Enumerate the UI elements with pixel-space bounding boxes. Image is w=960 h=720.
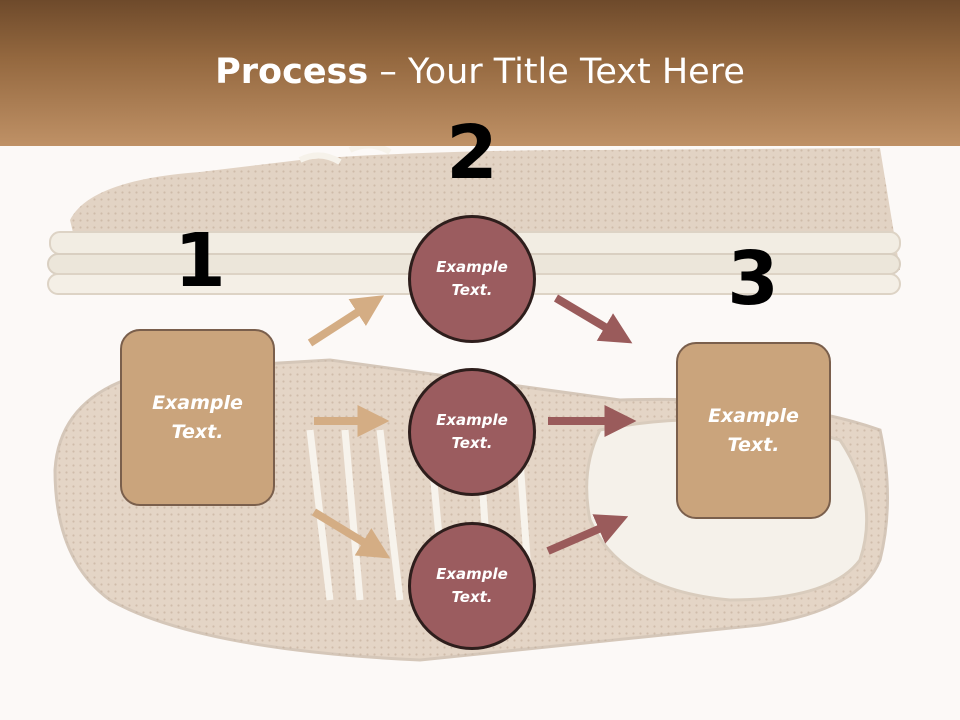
title-bold: Process [215,52,369,92]
step-2-circle-middle[interactable]: Example Text. [408,368,536,496]
arrow-1-to-top [307,295,385,347]
circle-top-text: Example Text. [436,258,508,299]
step-number-1: 1 [174,218,226,304]
arrow-top-to-3 [553,294,633,344]
step-2-circle-top[interactable]: Example Text. [408,215,536,343]
step-number-2: 2 [446,110,498,196]
circle-bottom-text: Example Text. [436,565,508,606]
circle-middle-text: Example Text. [436,411,508,452]
title-rest: – Your Title Text Here [368,52,745,92]
slide-title[interactable]: Process – Your Title Text Here [0,52,960,92]
step-1-box[interactable]: Example Text. [120,329,275,506]
step-3-text: Example Text. [708,404,799,456]
arrow-bottom-to-3 [546,514,629,555]
title-bar [0,0,960,146]
step-2-circle-bottom[interactable]: Example Text. [408,522,536,650]
arrow-1-to-bottom [311,508,391,559]
step-3-box[interactable]: Example Text. [676,342,831,519]
step-1-text: Example Text. [152,391,243,443]
step-number-3: 3 [727,236,779,322]
